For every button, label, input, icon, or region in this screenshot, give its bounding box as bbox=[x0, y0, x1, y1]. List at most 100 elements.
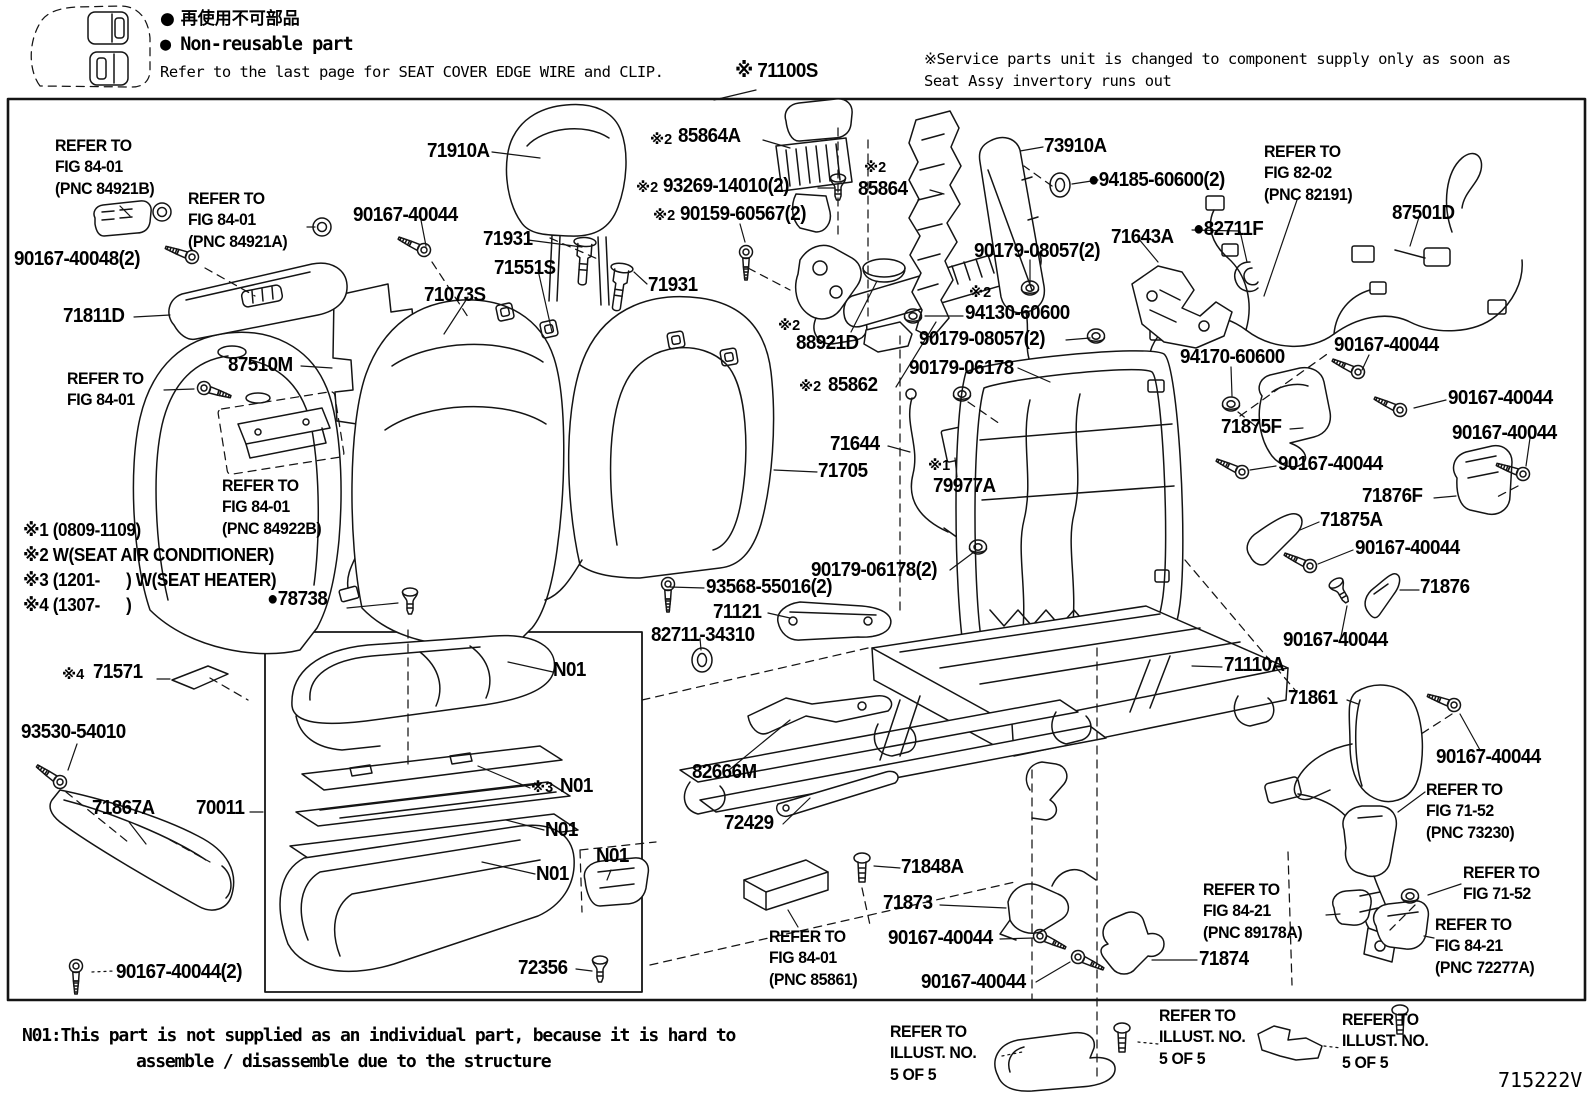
duct-airbag-art bbox=[775, 98, 1056, 406]
part-label: 71073S bbox=[424, 284, 486, 306]
part-label: 90167-40044 bbox=[1436, 746, 1541, 768]
part-label: 71644 bbox=[830, 433, 880, 455]
bolt-icon bbox=[853, 852, 871, 883]
screw-icon bbox=[738, 244, 754, 281]
part-label: 70011 bbox=[196, 797, 245, 819]
part-label: 90167-40044(2) bbox=[116, 961, 242, 983]
part-label: ※2 bbox=[799, 379, 822, 395]
headrest-bushing-icon bbox=[570, 235, 598, 287]
headrest-art bbox=[505, 103, 627, 306]
screw-icon bbox=[395, 231, 434, 260]
part-label: REFER TO ILLUST. NO. 5 OF 5 bbox=[1159, 1007, 1246, 1068]
screw-icon bbox=[1371, 391, 1410, 420]
part-label: ※2 bbox=[636, 180, 659, 196]
part-label: 93568-55016(2) bbox=[706, 576, 832, 598]
screw-icon bbox=[1329, 353, 1368, 382]
service-note-line2: Seat Assy invertory runs out bbox=[924, 72, 1172, 90]
lower-shield-art bbox=[49, 665, 235, 911]
part-label: ※2 bbox=[650, 132, 673, 148]
grommet-icon bbox=[691, 647, 713, 673]
part-label: ※2 bbox=[778, 318, 801, 334]
part-label: 79977A bbox=[933, 475, 996, 497]
grommet-icon bbox=[1049, 172, 1071, 198]
part-label: 71910A bbox=[427, 140, 490, 162]
part-label: ※4 (1307- ) bbox=[23, 595, 132, 615]
assembly-number: ※ 71100S bbox=[735, 60, 818, 82]
nut-icon bbox=[1221, 396, 1241, 412]
seatback-cushion-art bbox=[132, 295, 775, 655]
part-label: N01 bbox=[536, 863, 569, 885]
part-label: REFER TO FIG 84-01 (PNC 84922B) bbox=[222, 477, 322, 538]
part-label: 71931 bbox=[648, 274, 698, 296]
part-label: 90179-08057(2) bbox=[974, 240, 1100, 262]
part-label: N01 bbox=[596, 845, 629, 867]
part-label: 88921D bbox=[796, 332, 859, 354]
part-label: REFER TO FIG 84-01 bbox=[67, 370, 144, 410]
headrest-guide-icon bbox=[538, 318, 560, 340]
part-label: ※1 bbox=[928, 458, 951, 474]
part-label: 71551S bbox=[494, 257, 556, 279]
part-label: 90167-40044 bbox=[1334, 334, 1439, 356]
screw-icon bbox=[1281, 547, 1320, 576]
part-label: REFER TO FIG 84-01 (PNC 84921A) bbox=[188, 190, 288, 251]
part-label: ●78738 bbox=[267, 588, 328, 610]
part-label: 71861 bbox=[1288, 687, 1338, 709]
screw-icon bbox=[660, 576, 676, 613]
part-label: 93269-14010(2) bbox=[663, 175, 789, 197]
side-shield-art bbox=[93, 200, 348, 475]
part-label: 71848A bbox=[901, 856, 964, 878]
push-pin-icon bbox=[1326, 575, 1355, 607]
part-label: 71874 bbox=[1199, 948, 1249, 970]
seat-frame-art bbox=[679, 350, 1289, 821]
part-label: 71873 bbox=[883, 892, 933, 914]
part-label: 90159-60567(2) bbox=[680, 203, 806, 225]
screw-icon bbox=[1213, 453, 1252, 482]
part-label: ※4 bbox=[62, 667, 85, 683]
part-label: 71811D bbox=[63, 305, 125, 327]
part-label: 90167-40044 bbox=[888, 927, 993, 949]
part-label: N01 bbox=[560, 775, 593, 797]
part-label: 90167-40044 bbox=[1452, 422, 1557, 444]
legend-nonreusable-jp: ● 再使用不可部品 bbox=[160, 9, 300, 29]
part-label: 71867A bbox=[92, 797, 155, 819]
part-label: ※2 bbox=[969, 285, 992, 301]
footer-note-line1: N01:This part is not supplied as an indi… bbox=[22, 1025, 736, 1046]
part-label: REFER TO FIG 84-21 (PNC 89178A) bbox=[1203, 881, 1303, 942]
part-label: 73910A bbox=[1044, 135, 1107, 157]
part-label: 85862 bbox=[828, 374, 878, 396]
part-label: 85864 bbox=[858, 178, 908, 200]
part-label: 71110A bbox=[1224, 654, 1285, 676]
projection-lines bbox=[65, 127, 1519, 1079]
part-label: ※1 (0809-1109) bbox=[23, 520, 141, 540]
part-label: 82711-34310 bbox=[651, 624, 755, 646]
part-label: ●94185-60600(2) bbox=[1088, 169, 1225, 191]
part-label: 87501D bbox=[1392, 202, 1455, 224]
service-note-line1: ※Service parts unit is changed to compon… bbox=[924, 50, 1511, 68]
screw-icon bbox=[68, 958, 84, 995]
buckle-art bbox=[1264, 684, 1424, 963]
part-label: 71571 bbox=[93, 661, 143, 683]
part-label: ※3 (1201- ) W(SEAT HEATER) bbox=[23, 570, 277, 590]
part-label: REFER TO FIG 71-52 bbox=[1463, 864, 1540, 904]
part-label: REFER TO FIG 71-52 (PNC 73230) bbox=[1426, 781, 1515, 842]
doc-code: 715222V bbox=[1498, 1068, 1583, 1092]
nut-icon bbox=[1400, 888, 1420, 904]
nut-icon bbox=[1086, 328, 1106, 344]
part-label: 87510M bbox=[228, 354, 293, 376]
part-label: 71931 bbox=[483, 228, 533, 250]
part-label: REFER TO ILLUST. NO. 5 OF 5 bbox=[1342, 1011, 1429, 1072]
part-label: REFER TO ILLUST. NO. 5 OF 5 bbox=[890, 1023, 977, 1084]
part-label: 94130-60600 bbox=[965, 302, 1070, 324]
part-label: 90167-40044 bbox=[921, 971, 1026, 993]
clip-icon bbox=[1234, 261, 1259, 293]
screw-icon bbox=[1424, 688, 1464, 715]
part-label: 71876F bbox=[1362, 485, 1423, 507]
legend-nonreusable-en: ● Non-reusable part bbox=[160, 34, 354, 55]
footer-note-line2: assemble / disassemble due to the struct… bbox=[136, 1051, 552, 1072]
illust-ref-parts-art bbox=[994, 1025, 1323, 1092]
cushion-stack-art bbox=[279, 634, 657, 973]
part-label: 85864A bbox=[678, 125, 741, 147]
part-label: 82666M bbox=[692, 761, 757, 783]
part-label: 71876 bbox=[1420, 576, 1470, 598]
